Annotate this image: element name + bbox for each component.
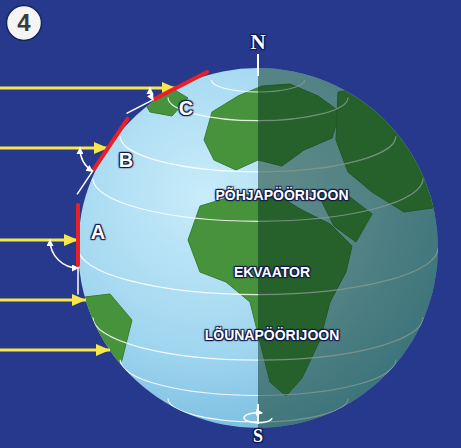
south-america-land <box>76 294 132 392</box>
surface-extension <box>127 99 154 113</box>
incidence-angles <box>50 72 207 294</box>
point-label: B <box>119 150 133 170</box>
globe-ocean <box>78 68 438 428</box>
sun-ray <box>0 239 78 242</box>
surface-extension <box>77 169 94 194</box>
latitude-label: EKVAATOR <box>234 265 310 279</box>
point-label: C <box>179 98 193 118</box>
surface-segment <box>76 205 80 265</box>
pole-label: N <box>250 32 265 53</box>
sun-ray <box>0 299 86 302</box>
point-label: A <box>91 222 105 242</box>
earth-axis <box>257 404 259 424</box>
sun-rays <box>0 88 176 350</box>
pole-label: S <box>253 427 263 445</box>
sun-ray <box>0 349 110 352</box>
surface-extension <box>77 265 79 294</box>
angle-arc <box>80 148 92 171</box>
rotation-arrow <box>244 413 272 423</box>
angle-arc <box>50 240 78 268</box>
earth-axis <box>257 54 259 76</box>
latitude-label: LÕUNAPÖÖRIJOON <box>205 328 340 342</box>
night-side <box>258 68 438 428</box>
sun-ray <box>0 147 108 150</box>
figure-number: 4 <box>17 11 30 35</box>
angle-arc <box>150 88 153 100</box>
badge-disc <box>7 6 42 41</box>
latitude-label: PÕHJAPÖÖRIJOON <box>215 188 348 202</box>
surface-segment <box>154 72 207 99</box>
badge-circle: 4 <box>5 4 43 42</box>
